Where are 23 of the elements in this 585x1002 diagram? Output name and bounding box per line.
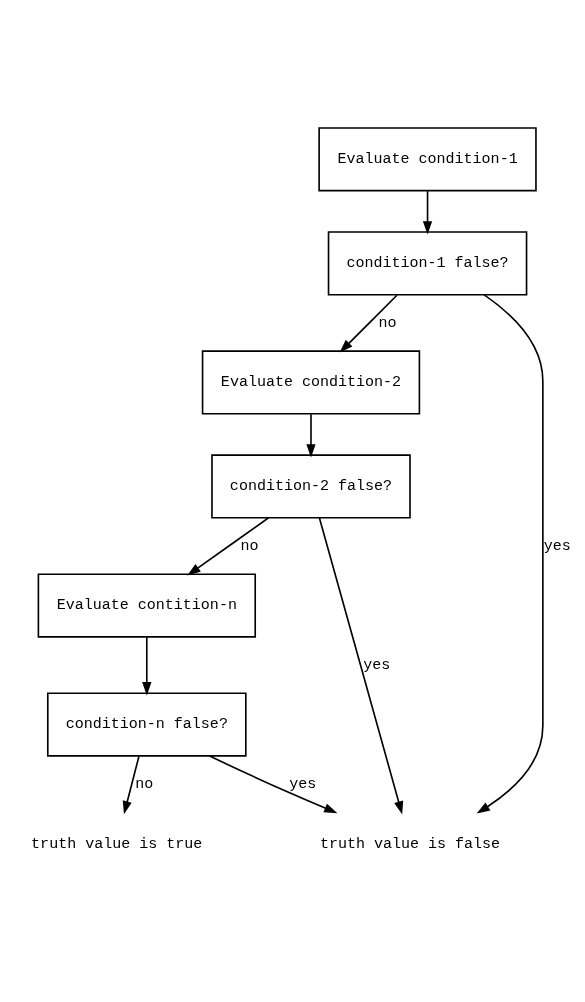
arrow bbox=[318, 516, 404, 815]
edge-label: no bbox=[378, 313, 397, 332]
edge-label: yes bbox=[543, 536, 571, 555]
arrow bbox=[142, 636, 152, 695]
node-box: Evaluate condition-1 bbox=[318, 126, 537, 191]
arrow bbox=[122, 755, 140, 814]
arrow bbox=[187, 516, 270, 576]
node-box: Evaluate contition-n bbox=[37, 572, 257, 638]
arrow bbox=[339, 293, 398, 352]
node-text: truth value is true bbox=[31, 834, 203, 853]
node-box: condition-n false? bbox=[46, 691, 247, 757]
edge-label: no bbox=[240, 536, 259, 555]
arrow bbox=[476, 293, 544, 814]
arrow bbox=[208, 754, 338, 813]
node-box: condition-2 false? bbox=[211, 453, 411, 519]
node-box: condition-1 false? bbox=[327, 230, 528, 295]
node-text: truth value is false bbox=[319, 834, 501, 853]
edge-label: no bbox=[135, 774, 154, 793]
edge-label: yes bbox=[289, 774, 317, 793]
arrow bbox=[422, 189, 433, 234]
arrow bbox=[306, 412, 316, 458]
node-box: Evaluate condition-2 bbox=[201, 349, 421, 415]
edge-label: yes bbox=[363, 655, 391, 674]
